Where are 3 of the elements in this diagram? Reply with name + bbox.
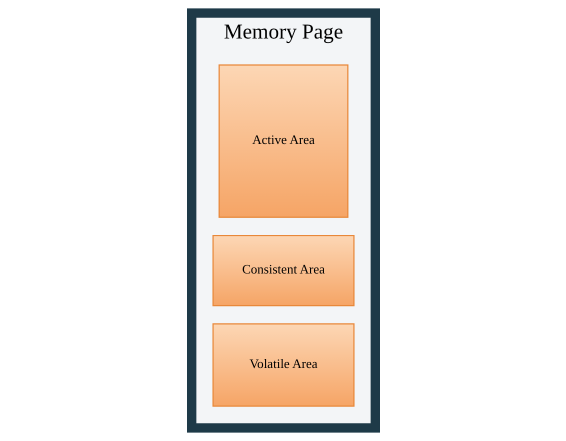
node-box: Volatile Area xyxy=(212,323,354,407)
node-box: Consistent Area xyxy=(212,234,354,306)
node-box: Active Area xyxy=(218,64,348,218)
